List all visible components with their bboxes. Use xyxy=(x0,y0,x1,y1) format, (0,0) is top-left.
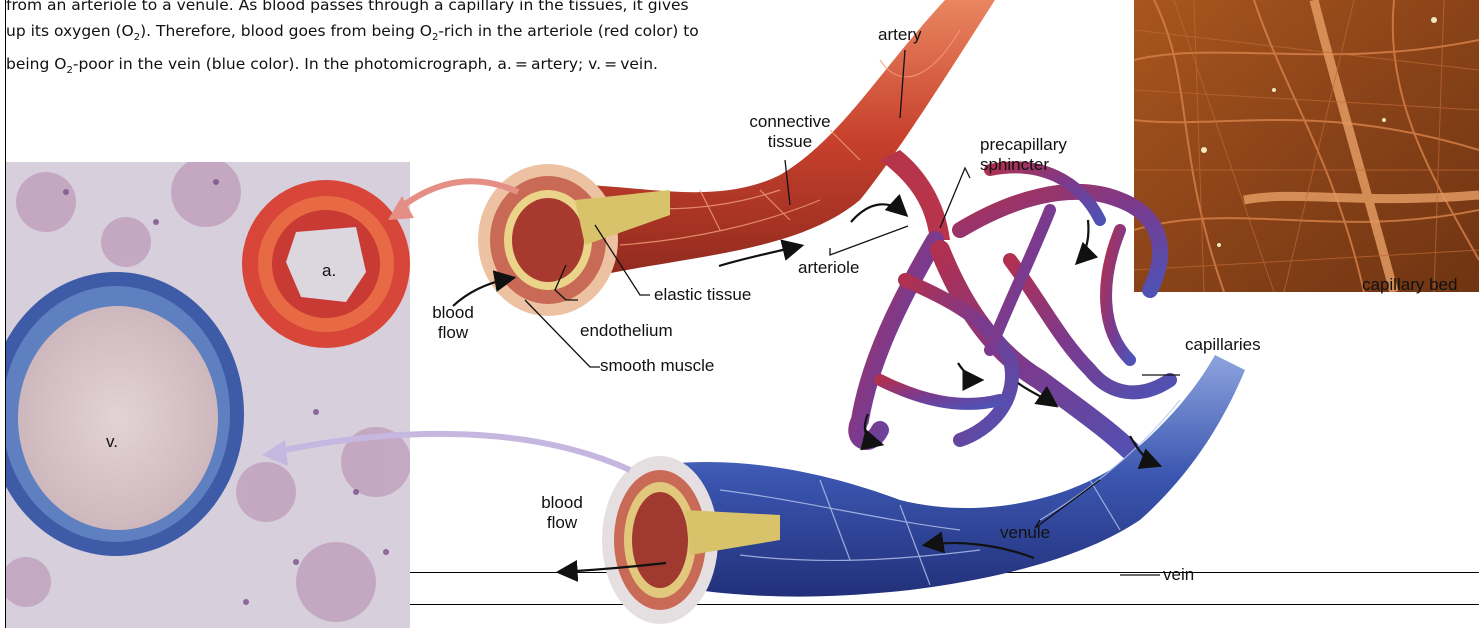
label-venule: venule xyxy=(1000,523,1050,543)
label-capillary-bed: capillary bed xyxy=(1362,275,1457,295)
label-blood-flow-bottom: blood flow xyxy=(530,493,594,533)
label-blood-flow-top: blood flow xyxy=(428,303,478,343)
label-elastic-tissue: elastic tissue xyxy=(654,285,751,305)
label-arteriole: arteriole xyxy=(798,258,859,278)
label-capillaries: capillaries xyxy=(1185,335,1261,355)
label-artery: artery xyxy=(878,25,921,45)
label-precapillary-sphincter: precapillary sphincter xyxy=(980,135,1067,175)
label-connective-tissue: connective tissue xyxy=(738,112,842,152)
label-endothelium: endothelium xyxy=(580,321,673,341)
label-vein: vein xyxy=(1163,565,1194,585)
label-smooth-muscle: smooth muscle xyxy=(600,356,714,376)
